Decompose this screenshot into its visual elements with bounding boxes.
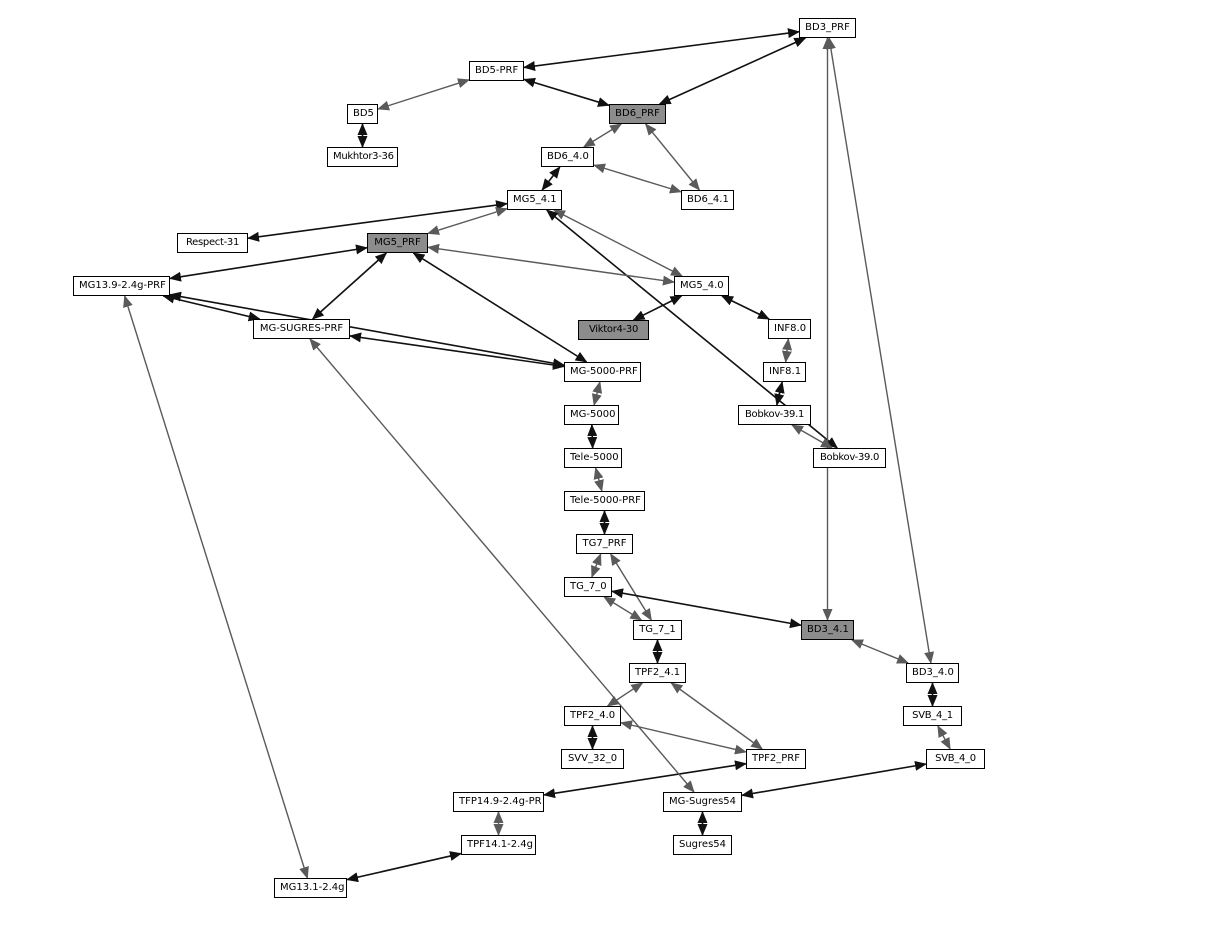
node-tg-7-1[interactable]: TG_7_1 [633, 620, 682, 640]
node-respect-31[interactable]: Respect-31 [177, 233, 248, 253]
edge-MG5_4.1-to-MG5_PRF [427, 207, 508, 235]
edge-INF8.0-to-INF8.1 [781, 338, 793, 363]
node-sugres54[interactable]: Sugres54 [673, 835, 732, 855]
edge-MG-5000-PRF-to-MG13.9-2.4g-PRF [169, 291, 565, 369]
node-bd6-4-0[interactable]: BD6_4.0 [541, 147, 594, 167]
node-tfp14-9-2-4g-pr[interactable]: TFP14.9-2.4g-PR [453, 792, 544, 812]
edge-TPF2_4.1-to-TPF2_4.0 [606, 682, 644, 707]
edge-Tele-5000-to-Tele-5000-PRF [593, 467, 604, 492]
node-tele-5000[interactable]: Tele-5000 [564, 448, 622, 468]
node-inf8-1[interactable]: INF8.1 [763, 362, 806, 382]
node-inf8-0[interactable]: INF8.0 [768, 319, 811, 339]
edge-MG5_PRF-to-MG-SUGRES-PRF [311, 252, 388, 320]
edge-MG13.9-2.4g-PRF-to-MG13.1-2.4g [123, 295, 309, 879]
node-mg-sugres54[interactable]: MG-Sugres54 [663, 792, 742, 812]
node-bd5-prf[interactable]: BD5-PRF [469, 61, 524, 81]
node-bd6-prf[interactable]: BD6_PRF [609, 104, 666, 124]
edge-BD6_PRF-to-BD6_4.1 [645, 123, 700, 191]
node-tpf2-4-1[interactable]: TPF2_4.1 [629, 663, 686, 683]
edge-BD6_PRF-to-BD3_PRF [658, 37, 807, 105]
node-mg-5000[interactable]: MG-5000 [564, 405, 619, 425]
node-bobkov-39-0[interactable]: Bobkov-39.0 [813, 448, 886, 468]
node-mg13-1-2-4g[interactable]: MG13.1-2.4g [274, 878, 347, 898]
node-bd6-4-1[interactable]: BD6_4.1 [681, 190, 734, 210]
node-mg5-4-0[interactable]: MG5_4.0 [674, 276, 729, 296]
edge-BD6_4.0-to-BD6_PRF [582, 123, 623, 148]
edge-TG7_PRF-to-TG_7_1 [610, 553, 652, 621]
node-mg13-9-2-4g-prf[interactable]: MG13.9-2.4g-PRF [73, 276, 170, 296]
node-bobkov-39-1[interactable]: Bobkov-39.1 [738, 405, 811, 425]
node-tg-7-0[interactable]: TG_7_0 [564, 577, 612, 597]
edge-MG-5000-PRF-to-MG-5000 [591, 381, 603, 406]
node-mg-sugres-prf[interactable]: MG-SUGRES-PRF [253, 319, 350, 339]
node-svb-4-1[interactable]: SVB_4_1 [903, 706, 962, 726]
node-mg5-4-1[interactable]: MG5_4.1 [507, 190, 562, 210]
node-svb-4-0[interactable]: SVB_4_0 [926, 749, 985, 769]
edge-MG-5000-PRF-to-MG-SUGRES-PRF [349, 332, 565, 370]
node-bd3-prf[interactable]: BD3_PRF [799, 18, 856, 38]
edge-BD3_PRF-to-BD3_4.0 [825, 37, 935, 664]
node-tg7-prf[interactable]: TG7_PRF [576, 534, 633, 554]
edge-BD5-to-BD5-PRF [377, 78, 470, 111]
edge-TPF14.1-2.4g-to-MG13.1-2.4g [346, 851, 462, 883]
node-tpf2-prf[interactable]: TPF2_PRF [746, 749, 806, 769]
node-bd5[interactable]: BD5 [347, 104, 378, 124]
node-tele-5000-prf[interactable]: Tele-5000-PRF [564, 491, 645, 511]
edge-MG5_4.0-to-Viktor4-30 [632, 295, 683, 321]
edge-MG5_4.1-to-MG5_4.0 [553, 209, 683, 277]
edge-SVB_4_1-to-SVB_4_0 [937, 725, 951, 750]
edge-MG5_4.0-to-INF8.0 [721, 295, 770, 320]
node-mg-5000-prf[interactable]: MG-5000-PRF [564, 362, 641, 382]
node-mg5-prf[interactable]: MG5_PRF [367, 233, 428, 253]
edge-MG5_PRF-to-MG5_4.0 [427, 243, 675, 286]
edge-MG5_PRF-to-MG-5000-PRF [412, 252, 588, 363]
edge-BD3_4.1-to-BD3_4.0 [850, 639, 910, 664]
edge-TG_7_0-to-TG_7_1 [603, 596, 643, 621]
edge-MG-5000-to-Tele-5000 [587, 424, 598, 449]
edge-MG5_4.1-to-BD6_4.0 [541, 166, 561, 191]
edge-BD6_4.0-to-BD6_4.1 [593, 163, 682, 194]
edge-SVB_4_0-to-MG-Sugres54 [741, 760, 927, 799]
edge-BD5-PRF-to-BD6_PRF [523, 77, 610, 107]
edge-MG-SUGRES-PRF-to-MG-Sugres54 [309, 338, 695, 793]
node-bd3-4-1[interactable]: BD3_4.1 [801, 620, 854, 640]
node-viktor4-30[interactable]: Viktor4-30 [578, 320, 649, 340]
edge-TG7_PRF-to-TG_7_0 [591, 553, 602, 578]
node-tpf2-4-0[interactable]: TPF2_4.0 [564, 706, 621, 726]
edge-TPF2_4.1-to-TPF2_PRF [670, 682, 764, 750]
edge-Bobkov-39.1-to-Bobkov-39.0 [791, 424, 833, 449]
edge-BD5-PRF-to-BD3_PRF [523, 28, 800, 71]
node-tpf14-1-2-4g[interactable]: TPF14.1-2.4g [461, 835, 536, 855]
node-svv-32-0[interactable]: SVV_32_0 [561, 749, 624, 769]
node-bd3-4-0[interactable]: BD3_4.0 [906, 663, 959, 683]
edge-INF8.1-to-Bobkov-39.1 [774, 381, 785, 406]
node-mukhtor3-36[interactable]: Mukhtor3-36 [327, 147, 398, 167]
